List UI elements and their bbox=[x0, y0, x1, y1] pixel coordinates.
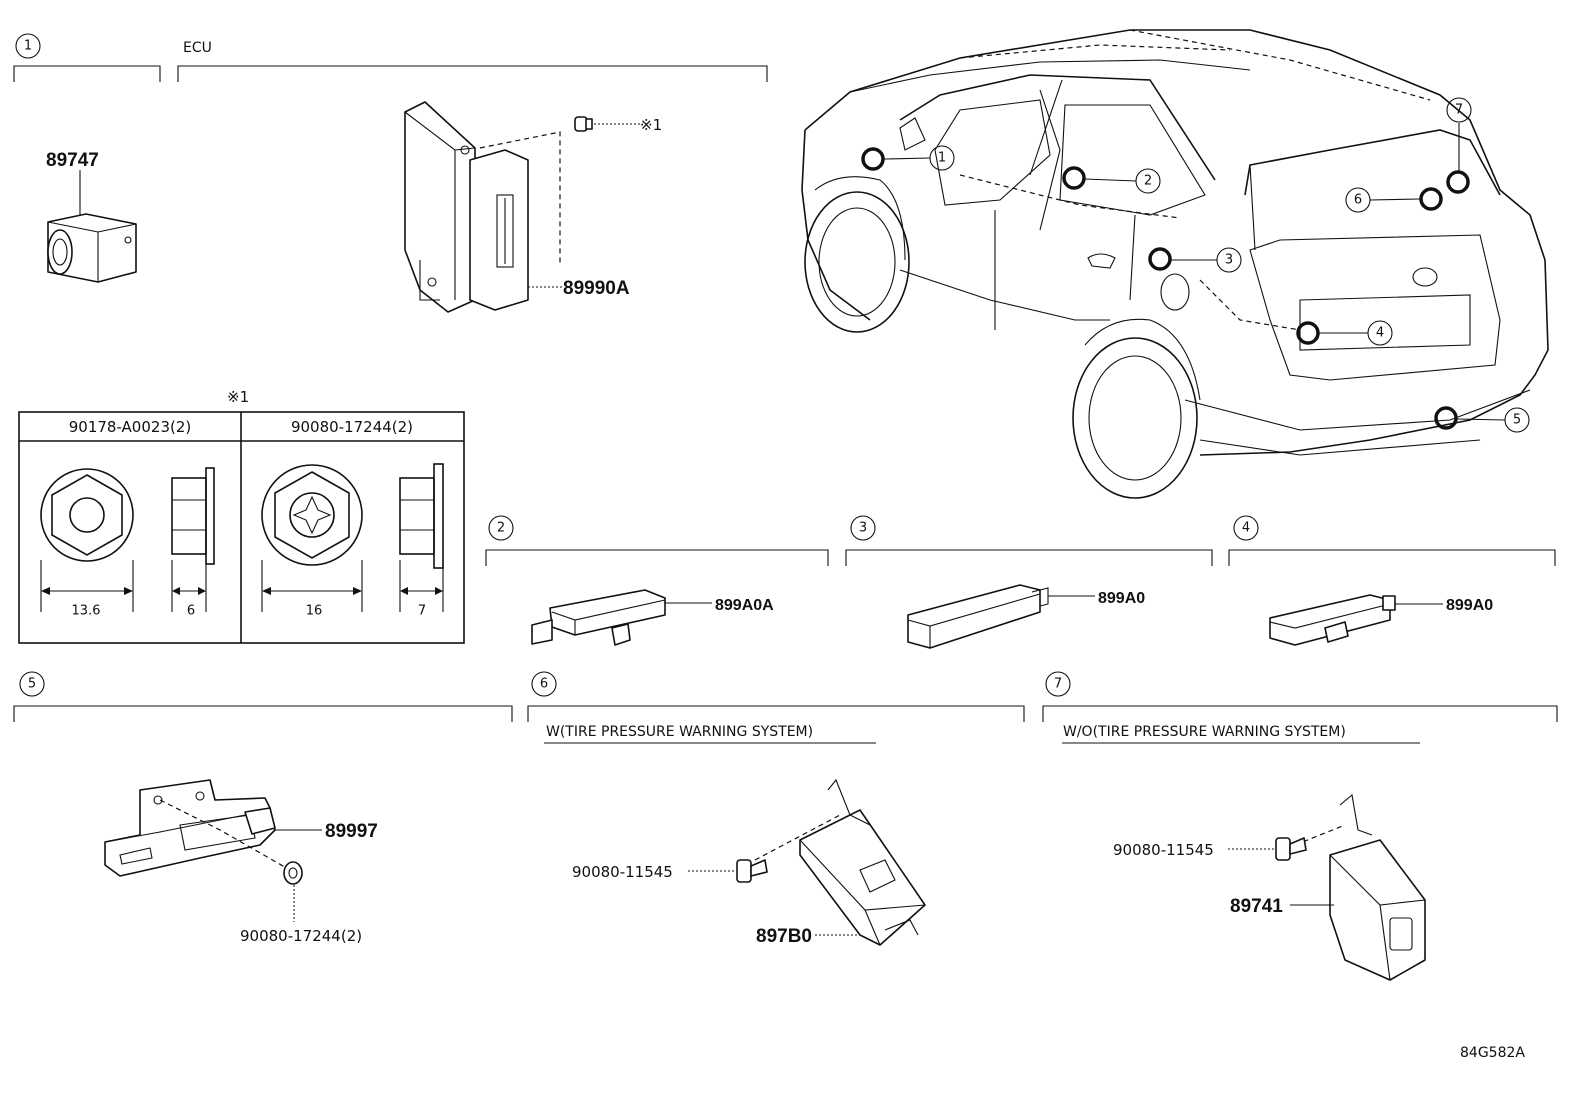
nut-90178-side-view bbox=[171, 467, 215, 565]
part-89997-label[interactable]: 89997 bbox=[325, 821, 378, 842]
part-897B0-drawing bbox=[799, 778, 926, 946]
section-6-caption: W(TIRE PRESSURE WARNING SYSTEM) bbox=[546, 724, 813, 740]
vehicle-callout-7[interactable]: 7 bbox=[1455, 103, 1463, 118]
section-3-number: 3 bbox=[859, 521, 867, 536]
section-4: 4 899A0 bbox=[1228, 515, 1556, 646]
location-5-marker bbox=[1434, 406, 1458, 430]
location-3-marker bbox=[1148, 247, 1172, 271]
ecu-nut-drawing bbox=[574, 116, 593, 132]
vehicle-callout-3[interactable]: 3 bbox=[1225, 253, 1233, 268]
ecu-module-drawing bbox=[404, 101, 529, 313]
ecu-note-mark: ※1 bbox=[640, 116, 662, 134]
section-7: 7 W/O(TIRE PRESSURE WARNING SYSTEM) 9008… bbox=[1042, 671, 1558, 981]
location-1-marker bbox=[861, 147, 885, 171]
part-897B0-label[interactable]: 897B0 bbox=[756, 926, 812, 947]
part-89747-label[interactable]: 89747 bbox=[46, 150, 99, 171]
dim-13-6: 13.6 bbox=[72, 604, 101, 619]
section-7-number: 7 bbox=[1054, 677, 1062, 692]
vehicle-callout-1[interactable]: 1 bbox=[938, 151, 946, 166]
section-6: 6 W(TIRE PRESSURE WARNING SYSTEM) 90080-… bbox=[527, 671, 1025, 947]
vehicle-drawing bbox=[801, 29, 1549, 499]
dim-16: 16 bbox=[306, 604, 323, 619]
dim-6: 6 bbox=[187, 604, 195, 619]
nut-90080-front-view bbox=[261, 464, 363, 566]
section-3: 3 899A0 bbox=[845, 515, 1213, 649]
part-899A0-sensor-4-drawing bbox=[1269, 594, 1396, 646]
nut-90178-front-view bbox=[40, 468, 134, 562]
table-col2-header: 90080-17244(2) bbox=[291, 418, 413, 436]
part-899A0-sensor-3-drawing bbox=[907, 584, 1049, 649]
nut-90080-side-view bbox=[399, 463, 444, 569]
fastener-table: ※1 90178-A0023(2) 90080-17244(2) bbox=[18, 388, 465, 644]
figure-id: 84G582A bbox=[1460, 1045, 1525, 1061]
part-899A0-sensor-4-label[interactable]: 899A0 bbox=[1446, 597, 1493, 614]
location-2-marker bbox=[1062, 166, 1086, 190]
dim-7: 7 bbox=[418, 604, 426, 619]
part-89747-drawing bbox=[47, 213, 137, 283]
vehicle-callout-5[interactable]: 5 bbox=[1513, 413, 1521, 428]
vehicle-callout-2[interactable]: 2 bbox=[1144, 174, 1152, 189]
section-2: 2 899A0A bbox=[485, 515, 829, 646]
ecu-label: ECU bbox=[183, 40, 212, 56]
bolt-90080-11545-drawing-6 bbox=[736, 859, 768, 883]
part-89997-drawing bbox=[104, 779, 276, 877]
part-899A0A-drawing bbox=[531, 589, 666, 646]
section-2-number: 2 bbox=[497, 521, 505, 536]
table-note-mark: ※1 bbox=[227, 388, 249, 406]
section-1: 1 89747 bbox=[13, 33, 161, 283]
section-ecu: ECU ※1 89990A bbox=[177, 40, 768, 313]
section-7-caption: W/O(TIRE PRESSURE WARNING SYSTEM) bbox=[1063, 724, 1346, 740]
section-5-number: 5 bbox=[28, 677, 36, 692]
bolt-90080-17244-label[interactable]: 90080-17244(2) bbox=[240, 927, 362, 945]
part-89741-label[interactable]: 89741 bbox=[1230, 896, 1283, 917]
vehicle-callouts: 1 2 3 4 5 6 7 bbox=[861, 97, 1530, 433]
bolt-90080-11545-label-6[interactable]: 90080-11545 bbox=[572, 863, 673, 881]
part-89990A-label[interactable]: 89990A bbox=[563, 278, 630, 299]
bolt-90080-11545-drawing-7 bbox=[1275, 837, 1307, 861]
section-1-number: 1 bbox=[24, 39, 32, 54]
part-89997-nut-drawing bbox=[283, 861, 303, 885]
table-col1-header: 90178-A0023(2) bbox=[69, 418, 191, 436]
location-7-marker bbox=[1446, 170, 1470, 194]
location-4-marker bbox=[1296, 321, 1320, 345]
section-4-number: 4 bbox=[1242, 521, 1250, 536]
dimension-lines bbox=[40, 560, 444, 612]
part-899A0-sensor-3-label[interactable]: 899A0 bbox=[1098, 590, 1145, 607]
location-6-marker bbox=[1419, 187, 1443, 211]
vehicle-callout-4[interactable]: 4 bbox=[1376, 326, 1384, 341]
part-899A0A-label[interactable]: 899A0A bbox=[715, 597, 774, 614]
section-6-number: 6 bbox=[540, 677, 548, 692]
vehicle-callout-6[interactable]: 6 bbox=[1354, 193, 1362, 208]
part-89741-drawing bbox=[1329, 793, 1426, 981]
bolt-90080-11545-label-7[interactable]: 90080-11545 bbox=[1113, 841, 1214, 859]
section-5: 5 89997 90080-17244(2) bbox=[13, 671, 513, 945]
